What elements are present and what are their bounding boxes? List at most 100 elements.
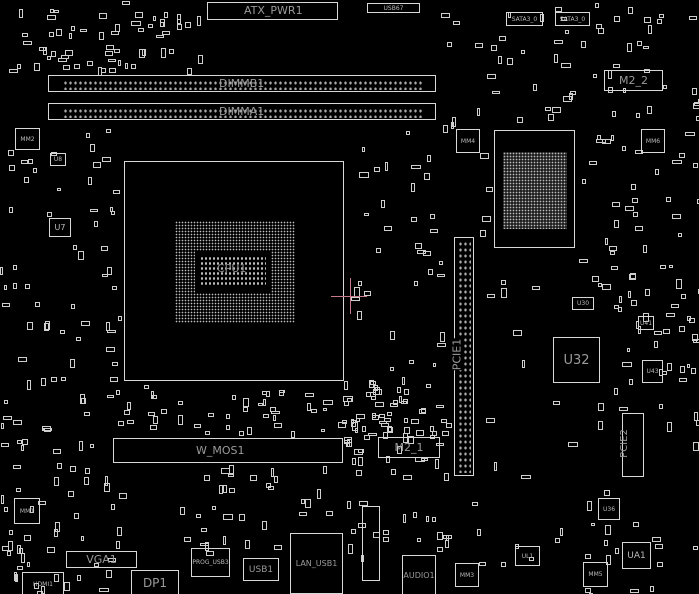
pad — [104, 50, 114, 56]
prog-usb-header[interactable]: PROG_USB3 — [191, 548, 230, 577]
pad — [107, 394, 115, 399]
pad — [52, 449, 61, 454]
pad — [383, 529, 390, 536]
pad — [588, 161, 597, 166]
vga-label: VGA1 — [86, 553, 117, 566]
pad — [243, 407, 249, 412]
mounting-hole-mm1[interactable]: MM1 — [14, 498, 40, 524]
pad — [88, 176, 92, 186]
w-mosfet-area[interactable]: W_MOS1 — [113, 438, 343, 463]
pad — [116, 527, 122, 536]
pad — [633, 211, 639, 217]
w-mos-label: W_MOS1 — [196, 444, 245, 457]
pad — [491, 90, 500, 95]
pad — [416, 429, 425, 436]
pad — [544, 106, 552, 111]
pad — [105, 128, 111, 134]
pad — [383, 226, 392, 231]
mounting-hole-mm5[interactable]: MM5 — [583, 562, 608, 587]
pad — [30, 506, 35, 513]
sata-connector-2[interactable]: SATA3_0 — [555, 12, 590, 26]
pad — [84, 411, 91, 416]
usb1-connector[interactable]: USB1 — [243, 558, 279, 581]
pad — [643, 245, 648, 253]
pad — [362, 147, 366, 152]
pad — [183, 536, 192, 543]
sata-connector-1[interactable]: SATA3_0 — [506, 12, 543, 26]
m2-slot-2[interactable]: M2_2 — [604, 70, 663, 91]
pad — [9, 529, 13, 536]
lan-usb-connector[interactable]: LAN_USB1 — [290, 533, 343, 594]
pad — [316, 488, 322, 499]
pad — [388, 427, 394, 434]
pad — [568, 441, 578, 447]
pad — [414, 243, 422, 250]
pad — [348, 544, 353, 554]
hdmi-connector[interactable]: HDMI1 — [22, 572, 64, 594]
pad — [363, 291, 372, 296]
pad — [414, 280, 418, 286]
pcie-slot-1[interactable]: PCIE1 — [450, 237, 474, 476]
pad — [630, 588, 639, 593]
pad — [101, 157, 112, 163]
pad — [55, 522, 60, 532]
u43-chip[interactable]: U43 — [642, 360, 663, 383]
pad — [637, 41, 642, 47]
pad — [3, 415, 12, 421]
displayport-connector[interactable]: DP1 — [131, 570, 179, 594]
pad — [23, 41, 33, 46]
pad — [243, 397, 249, 408]
pad — [402, 398, 409, 405]
vertical-connector[interactable] — [362, 506, 380, 581]
pad — [696, 199, 699, 205]
pad — [660, 265, 667, 269]
pad — [417, 249, 427, 254]
pch-chip[interactable] — [494, 130, 575, 248]
pad — [84, 468, 90, 475]
u8-chip[interactable]: U8 — [50, 153, 66, 166]
hdmi-label: HDMI1 — [33, 580, 53, 588]
dimm-a-slot[interactable]: DIMMA1 — [48, 103, 436, 120]
cpu-socket[interactable]: CPU1 — [124, 161, 344, 381]
mounting-hole-mm2[interactable]: MM2 — [15, 128, 40, 150]
ua1-chip[interactable]: UA1 — [622, 542, 651, 569]
u32-label: U32 — [563, 352, 590, 368]
pad — [471, 501, 478, 506]
pad — [131, 64, 136, 69]
usb-header[interactable]: USB67 — [367, 3, 420, 13]
pad — [389, 366, 395, 371]
pad — [27, 322, 33, 331]
pad — [552, 401, 561, 405]
mounting-hole-mm4[interactable]: MM4 — [456, 129, 480, 153]
pad — [60, 377, 66, 381]
m2-slot-1[interactable]: M2_1 — [378, 437, 440, 458]
u32-chip[interactable]: U32 — [553, 337, 600, 383]
pad — [672, 213, 681, 220]
pad — [532, 84, 538, 92]
u36-chip[interactable]: U36 — [598, 498, 620, 520]
pad — [592, 276, 599, 282]
u7-chip[interactable]: U7 — [49, 218, 71, 237]
audio-label: AUDIO1 — [403, 570, 435, 580]
cpu-center-cavity — [195, 251, 271, 293]
vga-connector[interactable]: VGA1 — [66, 551, 137, 568]
atx-power-connector[interactable]: ATX_PWR1 — [207, 2, 338, 20]
pad — [629, 379, 634, 385]
dimm-b-slot[interactable]: DIMMB1 — [48, 75, 436, 92]
mounting-hole-mm6[interactable]: MM6 — [641, 129, 665, 153]
pad — [25, 284, 30, 290]
pad — [344, 400, 350, 406]
pad — [374, 166, 380, 173]
u41-chip[interactable]: U41 — [638, 316, 654, 330]
pad — [19, 9, 23, 18]
pcie-slot-2[interactable]: PCIE2 — [619, 413, 644, 477]
mounting-hole-mm3[interactable]: MM3 — [455, 563, 479, 587]
pad — [195, 513, 201, 518]
pad — [584, 587, 591, 594]
audio-connector[interactable]: AUDIO1 — [402, 555, 436, 594]
ul1-chip[interactable]: UL1 — [515, 546, 540, 566]
pad — [68, 33, 73, 40]
pad — [435, 405, 444, 409]
u30-chip[interactable]: U30 — [572, 297, 594, 310]
